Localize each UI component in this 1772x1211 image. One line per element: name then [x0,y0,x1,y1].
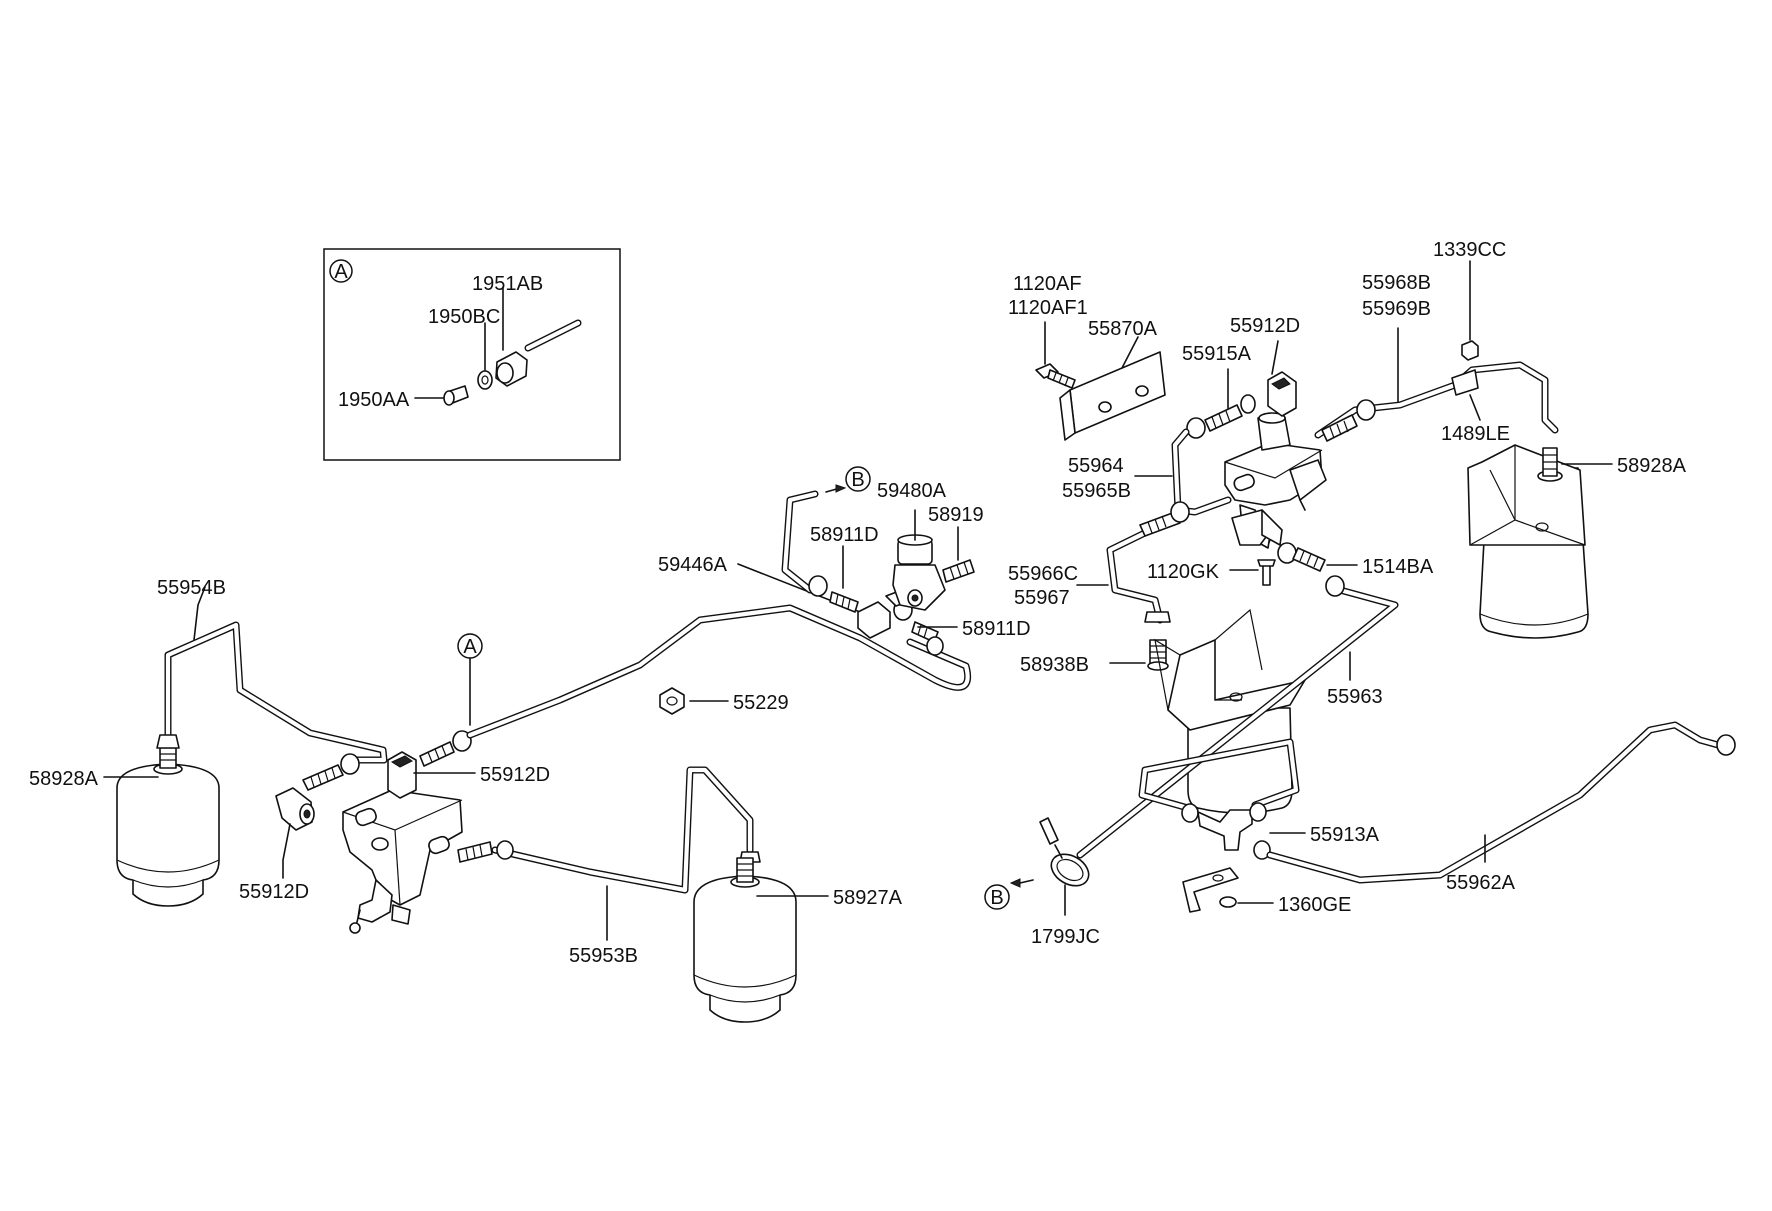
label-55912D-top: 55912D [1230,315,1300,337]
label-55962A: 55962A [1446,872,1516,894]
screw-1120GK [1257,559,1276,586]
clamp-1799JC [1039,817,1090,887]
protection-valve [892,534,946,611]
fitting-left-pair [302,753,360,791]
label-55870A: 55870A [1088,318,1158,340]
callout-b-bottom: B [990,887,1003,909]
label-1120GK: 1120GK [1147,561,1220,583]
label-58927A: 58927A [833,887,903,909]
pipe-55963 [1076,586,1399,859]
bracket-1360GE [1182,867,1239,913]
clip-1489LE [1451,340,1479,396]
label-1514BA: 1514BA [1362,556,1434,578]
label-1950AA: 1950AA [338,389,410,411]
label-58938B: 58938B [1020,654,1089,676]
leveling-valve-left [342,751,463,934]
label-59480A: 59480A [877,480,947,502]
callout-a: A [463,636,477,658]
label-55954B: 55954B [157,577,226,599]
label-58919: 58919 [928,504,984,526]
label-55913A: 55913A [1310,824,1380,846]
pipe-55966C [1106,524,1164,624]
pipe-to-b [781,490,819,594]
pipe-59446A [466,604,972,739]
label-58928A-left: 58928A [29,768,99,790]
pipe-55964 [1171,428,1232,516]
fitting-55953B [457,840,761,863]
label-59446A: 59446A [658,554,728,576]
elbow-fitting-low [275,787,315,831]
label-58911D-a: 58911D [810,524,879,546]
label-55953B: 55953B [569,945,638,967]
air-spring-center [1154,608,1306,814]
fitting-1514BA [1277,542,1326,572]
fitting-58919 [942,559,975,583]
pipe-stub [524,319,582,352]
label-58911D-b: 58911D [962,618,1031,640]
label-1950BC: 1950BC [428,306,500,328]
label-1339CC: 1339CC [1433,239,1506,261]
label-55966C: 55966C [1008,563,1078,585]
label-55912D-low: 55912D [239,881,309,903]
label-1951AB: 1951AB [472,273,543,295]
label-58928A-right: 58928A [1617,455,1687,477]
fitting-55915A [1186,394,1256,439]
fitting-upper-valve [419,730,472,767]
fitting-55968B [1321,399,1376,442]
pipe-55954B [156,621,388,764]
air-spring-left [116,741,220,907]
label-55915A: 55915A [1182,343,1252,365]
label-55912D-mid: 55912D [480,764,550,786]
tube-nut [495,351,528,387]
label-55965B: 55965B [1062,480,1131,502]
label-55964: 55964 [1068,455,1124,477]
air-spring-mid [693,857,797,1023]
detail-a-panel: A 1951AB 1950BC 1950AA [323,248,621,461]
pipe-55953B [491,766,754,894]
label-1489LE: 1489LE [1441,423,1510,445]
strap-bracket [1231,509,1283,546]
bracket-55870A [1059,351,1166,441]
label-1799JC: 1799JC [1031,926,1100,948]
label-1120AF1: 1120AF1 [1008,297,1088,319]
label-55967: 55967 [1014,587,1070,609]
sleeve [477,370,493,390]
fitting-55966C [1139,501,1190,537]
detail-a-callout: A [334,261,348,283]
air-spring-right [1467,444,1589,639]
label-1360GE: 1360GE [1278,894,1351,916]
nut-55229 [659,687,685,715]
bolt-1120AF [1035,363,1076,389]
label-55229: 55229 [733,692,789,714]
fitting-55963 [1325,575,1345,597]
pipe-loop [1138,738,1300,814]
label-55963: 55963 [1327,686,1383,708]
pipe-55962A [1266,721,1736,884]
callout-b-top: B [851,469,864,491]
label-55969B: 55969B [1362,298,1431,320]
label-55968B: 55968B [1362,272,1431,294]
insert [443,385,469,406]
tee-55913A [1181,802,1271,860]
label-1120AF: 1120AF [1013,273,1082,295]
